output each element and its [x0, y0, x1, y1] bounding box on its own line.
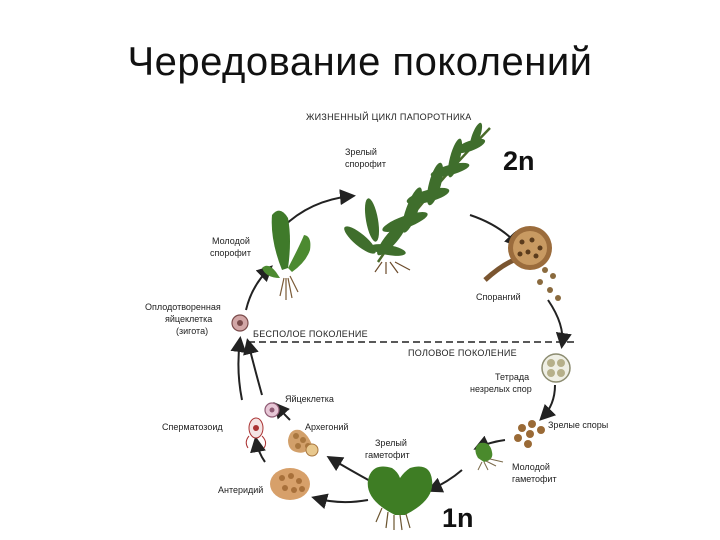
arrow-antheridium-to-sperm [250, 436, 266, 463]
mature-gametophyte-label-1: Зрелый [375, 438, 407, 448]
mature-sporophyte-label-1: Зрелый [345, 147, 377, 157]
antheridium-illustration [270, 468, 310, 500]
zygote-label-2: яйцеклетка [165, 314, 212, 324]
cycle-arrows [230, 189, 572, 509]
arrow-zygote-to-young [245, 265, 273, 311]
arrow-young-to-mature [281, 189, 356, 229]
mature-sporophyte-label-2: спорофит [345, 159, 386, 169]
sporangium-illustration [483, 226, 561, 301]
mature-sporophyte-illustration [344, 122, 491, 274]
young-gametophyte-label-1: Молодой [512, 462, 550, 472]
mature-gametophyte-illustration [367, 466, 433, 531]
arrow-sporangium-to-tetrad [547, 299, 572, 349]
young-sporophyte-illustration [262, 210, 311, 300]
young-gametophyte-label-2: гаметофит [512, 474, 557, 484]
archegonium-label: Архегоний [305, 422, 348, 432]
zygote-label-3: (зигота) [176, 326, 208, 336]
slide-title: Чередование поколений [127, 40, 593, 84]
sexual-generation-label: ПОЛОВОЕ ПОКОЛЕНИЕ [408, 348, 517, 358]
arrow-egg-to-zygote [243, 338, 263, 396]
young-sporophyte-label-1: Молодой [212, 236, 250, 246]
ploidy-1n-label: 1n [442, 503, 474, 533]
young-gametophyte-illustration [475, 442, 504, 471]
sperm-label: Сперматозоид [162, 422, 223, 432]
tetrad-illustration [541, 353, 571, 383]
mature-spores-illustration [514, 420, 545, 448]
tetrad-label-2: незрелых спор [470, 384, 532, 394]
asexual-generation-label: БЕСПОЛОЕ ПОКОЛЕНИЕ [253, 329, 368, 339]
tetrad-label-1: Тетрада [495, 372, 529, 382]
sporangium-label: Спорангий [476, 292, 521, 302]
young-sporophyte-label-2: спорофит [210, 248, 251, 258]
ploidy-2n-label: 2n [503, 146, 535, 176]
arrow-young-to-mature-gametophyte [426, 469, 463, 493]
egg-label: Яйцеклетка [285, 394, 334, 404]
arrow-gametophyte-to-archegonium [326, 455, 373, 483]
sperm-illustration [245, 417, 267, 449]
arrow-sperm-to-zygote [230, 336, 247, 401]
archegonium-illustration [288, 429, 319, 457]
egg-illustration [264, 402, 280, 418]
arrow-gametophyte-to-antheridium [311, 493, 369, 509]
mature-gametophyte-label-2: гаметофит [365, 450, 410, 460]
zygote-label-1: Оплодотворенная [145, 302, 221, 312]
diagram-header: ЖИЗНЕННЫЙ ЦИКЛ ПАПОРОТНИКА [306, 111, 472, 122]
antheridium-label: Антеридий [218, 485, 263, 495]
zygote-illustration [231, 314, 249, 332]
mature-spores-label: Зрелые споры [548, 420, 608, 430]
arrow-tetrad-to-spores [539, 384, 557, 421]
